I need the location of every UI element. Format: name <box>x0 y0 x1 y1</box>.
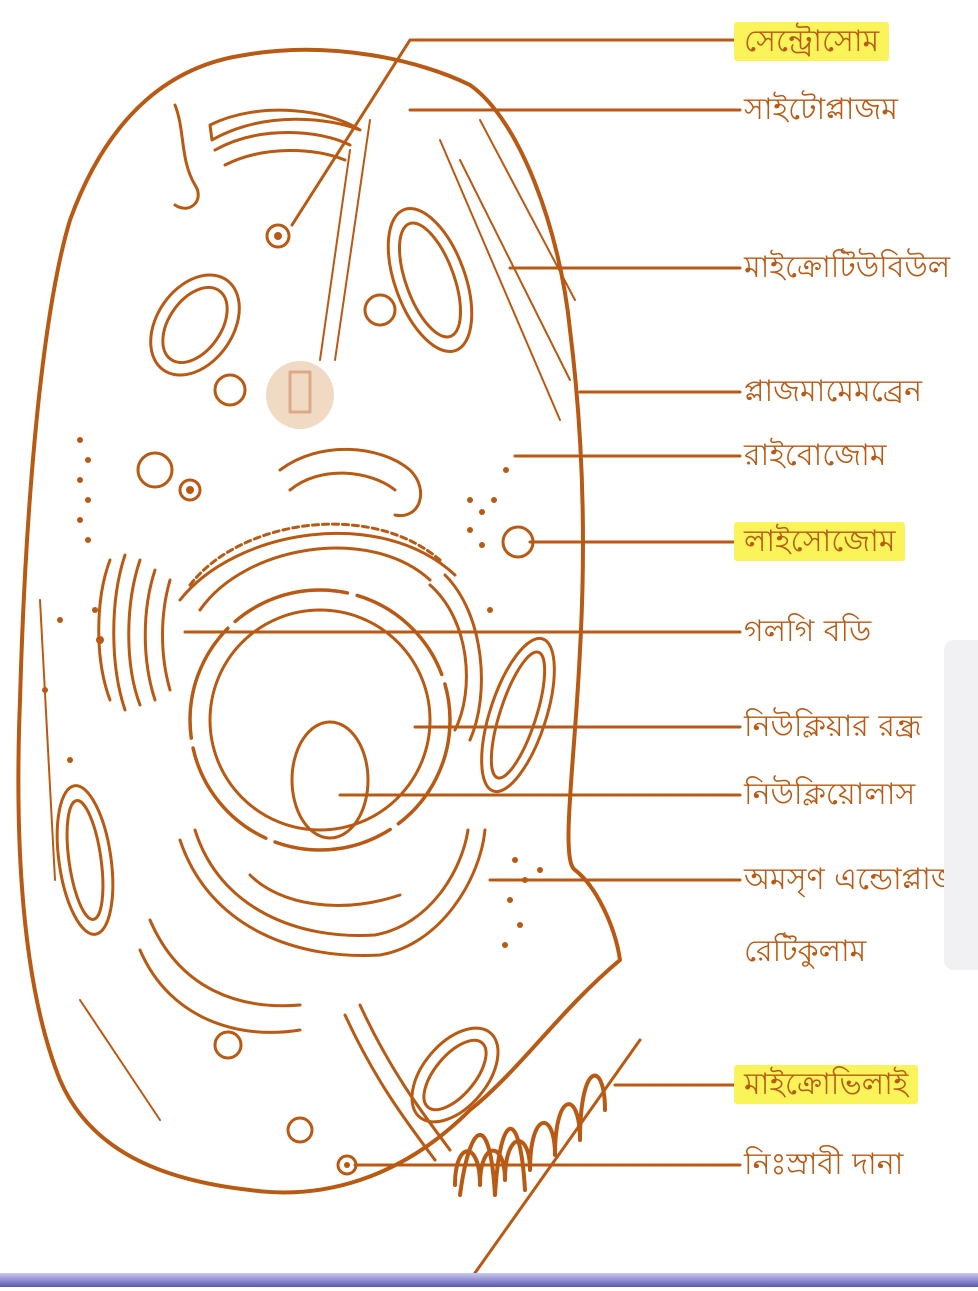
nucleus <box>190 590 450 850</box>
label-centrosome: সেন্ট্রোসোম <box>744 22 889 62</box>
ribosomes <box>42 437 543 948</box>
mitochondrion <box>49 198 570 1138</box>
label-smooth-er-line1: অমসৃণ এন্ডোপ্লাজমিক <box>744 860 978 900</box>
label-microtubule: মাইক্রোটিউবিউল <box>744 248 950 288</box>
label-golgi-body: গলগি বডি <box>744 612 871 652</box>
label-lysosome: লাইসোজোম <box>744 522 905 562</box>
leader-lines <box>185 40 740 1280</box>
label-smooth-er-line2: রেটিকুলাম <box>744 932 866 972</box>
label-nuclear-pore: নিউক্লিয়ার রন্ধ্র <box>744 707 922 747</box>
label-nucleolus: নিউক্লিয়োলাস <box>744 775 915 815</box>
label-microvilli: মাইক্রোভিলাই <box>744 1065 918 1105</box>
centrosome <box>266 361 334 429</box>
side-panel-tab <box>944 640 978 970</box>
golgi-body <box>99 555 170 710</box>
golgi-top <box>175 105 360 208</box>
label-secretory-granule: নিঃস্রাবী দানা <box>744 1145 903 1185</box>
nucleolus <box>292 722 368 838</box>
microtubules <box>40 120 575 1120</box>
cell-membrane <box>18 50 620 1193</box>
label-cytoplasm: সাইটোপ্লাজম <box>744 90 898 130</box>
label-ribosome: রাইবোজোম <box>744 436 887 476</box>
bottom-bar <box>0 1273 978 1287</box>
microvilli <box>455 1076 605 1195</box>
label-plasma-membrane: প্লাজমামেমব্রেন <box>744 372 922 412</box>
